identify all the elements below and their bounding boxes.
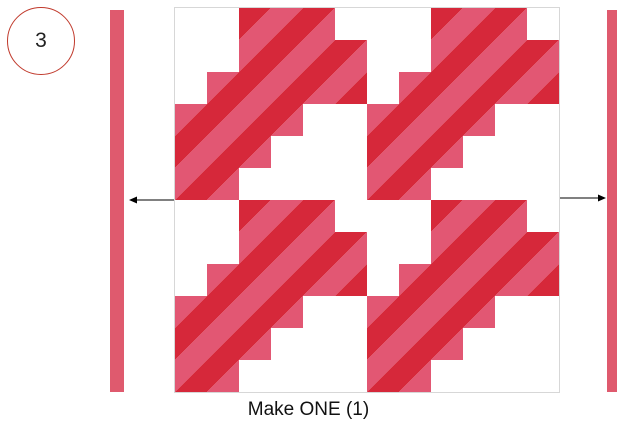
quilt-motif [367, 200, 559, 392]
quilt-triangle [239, 328, 271, 360]
quilt-motif [175, 8, 367, 200]
quilt-triangle [431, 232, 463, 264]
quilt-triangle [399, 328, 431, 360]
quilt-triangle [175, 104, 207, 136]
quilt-triangle [271, 104, 303, 136]
quilt-triangle [207, 328, 239, 360]
quilt-triangle [239, 40, 271, 72]
step-number-badge: 3 [7, 7, 75, 75]
quilt-triangle [175, 328, 207, 360]
quilt-triangle [495, 72, 527, 104]
quilt-triangle [271, 232, 303, 264]
left-border-strip [110, 10, 124, 392]
caption: Make ONE (1) [247, 399, 370, 420]
quilt-triangle [271, 264, 303, 296]
quilt-triangle [463, 296, 495, 328]
quilt-triangle [463, 40, 495, 72]
quilt-triangle [367, 104, 399, 136]
quilt-triangle [239, 264, 271, 296]
quilt-triangle [431, 104, 463, 136]
quilt-triangle [399, 168, 431, 200]
quilt-triangle [431, 264, 463, 296]
quilt-triangle [207, 104, 239, 136]
quilt-triangle [463, 72, 495, 104]
quilt-triangle [399, 104, 431, 136]
quilt-triangle [527, 232, 559, 264]
quilt-triangle [431, 328, 463, 360]
quilt-triangle [207, 168, 239, 200]
quilt-triangle [495, 264, 527, 296]
quilt-triangle [431, 40, 463, 72]
quilt-triangle [463, 264, 495, 296]
quilt-triangle [431, 200, 463, 232]
quilt-triangle [399, 360, 431, 392]
quilt-triangle [431, 296, 463, 328]
quilt-triangle [495, 8, 527, 40]
quilt-triangle [303, 8, 335, 40]
quilt-triangle [207, 296, 239, 328]
quilt-triangle [335, 72, 367, 104]
quilt-triangle [303, 72, 335, 104]
step-number: 3 [35, 29, 47, 52]
quilt-triangle [399, 136, 431, 168]
quilt-motif [367, 8, 559, 200]
quilt-triangle [239, 232, 271, 264]
right-border-strip [607, 10, 617, 392]
quilt-triangle [175, 168, 207, 200]
quilt-triangle [335, 232, 367, 264]
quilt-triangle [431, 72, 463, 104]
quilt-triangle [463, 104, 495, 136]
quilt-triangle [399, 72, 431, 104]
quilt-triangle [175, 136, 207, 168]
quilt-triangle [207, 136, 239, 168]
quilt-triangle [431, 8, 463, 40]
quilt-triangle [527, 40, 559, 72]
quilt-triangle [495, 232, 527, 264]
quilt-triangle [367, 168, 399, 200]
quilt-triangle [239, 200, 271, 232]
quilt-triangle [335, 264, 367, 296]
quilt-triangle [527, 264, 559, 296]
quilt-triangle [399, 296, 431, 328]
quilt-triangle [271, 200, 303, 232]
quilt-triangle [239, 104, 271, 136]
arrow-left-icon [129, 196, 174, 204]
quilt-triangle [495, 200, 527, 232]
quilt-triangle [303, 232, 335, 264]
quilt-triangle [175, 360, 207, 392]
quilt-block-pattern [175, 8, 559, 392]
quilt-triangle [303, 40, 335, 72]
quilt-triangle [175, 296, 207, 328]
quilt-triangle [463, 8, 495, 40]
quilt-triangle [399, 264, 431, 296]
quilt-triangle [303, 200, 335, 232]
quilt-triangle [431, 136, 463, 168]
quilt-triangle [271, 40, 303, 72]
quilt-triangle [367, 136, 399, 168]
quilt-triangle [207, 264, 239, 296]
quilt-triangle [303, 264, 335, 296]
quilt-triangle [271, 72, 303, 104]
quilt-triangle [463, 232, 495, 264]
quilt-motif [175, 200, 367, 392]
quilt-triangle [239, 72, 271, 104]
quilt-triangle [527, 72, 559, 104]
quilt-triangle [463, 200, 495, 232]
quilt-triangle [367, 328, 399, 360]
quilt-triangle [239, 296, 271, 328]
quilt-triangle [207, 360, 239, 392]
quilt-triangle [207, 72, 239, 104]
quilt-triangle [495, 40, 527, 72]
quilt-triangle [271, 296, 303, 328]
quilt-block [174, 7, 560, 393]
quilt-triangle [335, 40, 367, 72]
quilt-triangle [367, 360, 399, 392]
quilt-triangle [239, 8, 271, 40]
arrow-right-icon [560, 194, 606, 202]
quilt-triangle [239, 136, 271, 168]
quilt-triangle [367, 296, 399, 328]
quilt-triangle [271, 8, 303, 40]
